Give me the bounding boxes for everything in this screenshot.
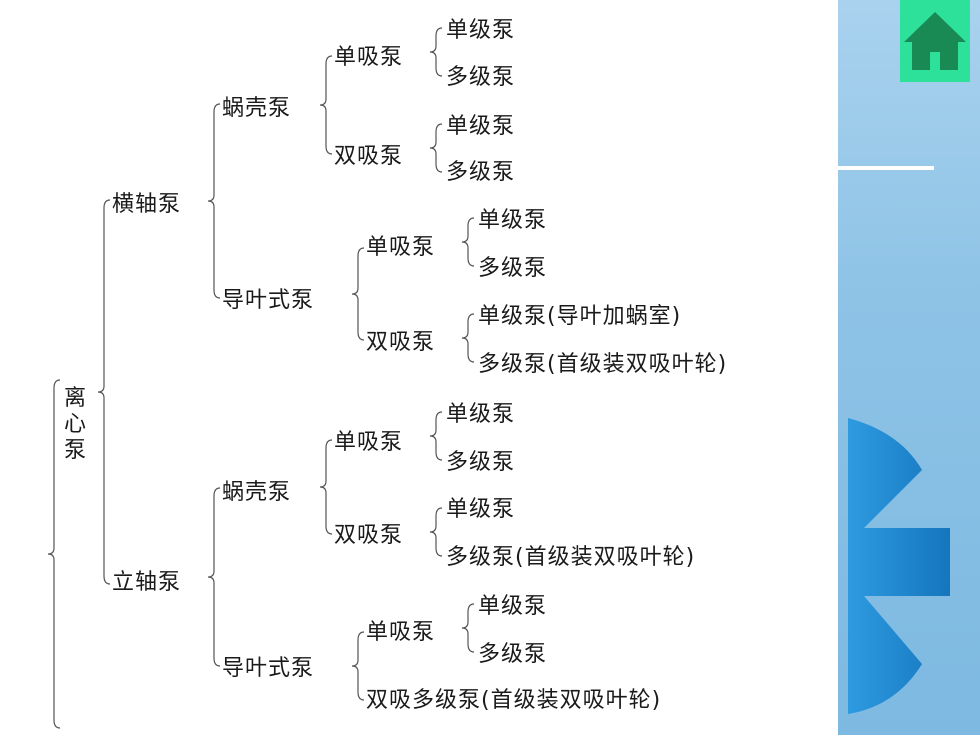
leaf-single-stage: 单级泵 <box>446 402 516 427</box>
node-volute-pump: 蜗壳泵 <box>222 480 292 505</box>
leaf-single-stage: 单级泵(导叶加蜗室) <box>478 304 682 329</box>
leaf-multi-stage: 多级泵 <box>446 65 516 90</box>
root-label: 离 心 泵 <box>62 386 88 464</box>
divider-line <box>838 166 934 170</box>
leaf-multi-stage: 多级泵 <box>478 256 548 281</box>
node-single-suction: 单吸泵 <box>334 430 404 455</box>
leaf-single-stage: 单级泵 <box>478 594 548 619</box>
brace-connector <box>461 603 475 653</box>
brace-connector <box>461 217 475 267</box>
brace-connector <box>351 631 365 701</box>
node-single-suction: 单吸泵 <box>334 45 404 70</box>
leaf-single-stage: 单级泵 <box>446 114 516 139</box>
brace-connector <box>207 487 221 667</box>
leaf-multi-stage: 多级泵 <box>446 450 516 475</box>
brace-connector <box>319 439 333 535</box>
node-guide-vane-pump: 导叶式泵 <box>222 288 315 313</box>
brace-connector <box>47 379 61 729</box>
leaf-single-stage: 单级泵 <box>446 18 516 43</box>
node-double-suction: 双吸泵 <box>334 144 404 169</box>
root-char: 心 <box>63 412 86 437</box>
leaf-multi-stage: 多级泵(首级装双吸叶轮) <box>446 545 696 570</box>
root-char: 泵 <box>63 438 86 463</box>
brace-connector <box>97 199 111 585</box>
leaf-multi-stage: 多级泵(首级装双吸叶轮) <box>478 352 728 377</box>
home-button[interactable] <box>900 0 970 82</box>
brace-connector <box>429 411 443 461</box>
node-horizontal-axis-pump: 横轴泵 <box>112 192 182 217</box>
leaf-single-stage: 单级泵 <box>478 208 548 233</box>
connector-lines <box>47 27 475 729</box>
node-double-suction-multistage: 双吸多级泵(首级装双吸叶轮) <box>366 688 662 713</box>
brace-connector <box>429 123 443 173</box>
node-double-suction: 双吸泵 <box>334 523 404 548</box>
brace-connector <box>351 247 365 341</box>
brace-connector <box>429 27 443 77</box>
node-single-suction: 单吸泵 <box>366 620 436 645</box>
root-char: 离 <box>63 386 86 411</box>
leaf-multi-stage: 多级泵 <box>478 642 548 667</box>
node-guide-vane-pump: 导叶式泵 <box>222 656 315 681</box>
classification-diagram: 离 心 泵 横轴泵 立轴泵 蜗壳泵 导叶式泵 蜗壳泵 导叶式泵 单吸泵 双吸泵 … <box>47 18 728 729</box>
brace-connector <box>207 103 221 299</box>
home-icon <box>904 12 966 70</box>
brace-connector <box>319 55 333 155</box>
node-single-suction: 单吸泵 <box>366 235 436 260</box>
gear-icon <box>848 418 950 714</box>
brace-connector <box>429 507 443 557</box>
node-vertical-axis-pump: 立轴泵 <box>112 570 182 595</box>
node-double-suction: 双吸泵 <box>366 330 436 355</box>
brace-connector <box>461 313 475 363</box>
decorative-side-panel <box>838 0 980 735</box>
leaf-single-stage: 单级泵 <box>446 497 516 522</box>
node-volute-pump: 蜗壳泵 <box>222 96 292 121</box>
leaf-multi-stage: 多级泵 <box>446 160 516 185</box>
